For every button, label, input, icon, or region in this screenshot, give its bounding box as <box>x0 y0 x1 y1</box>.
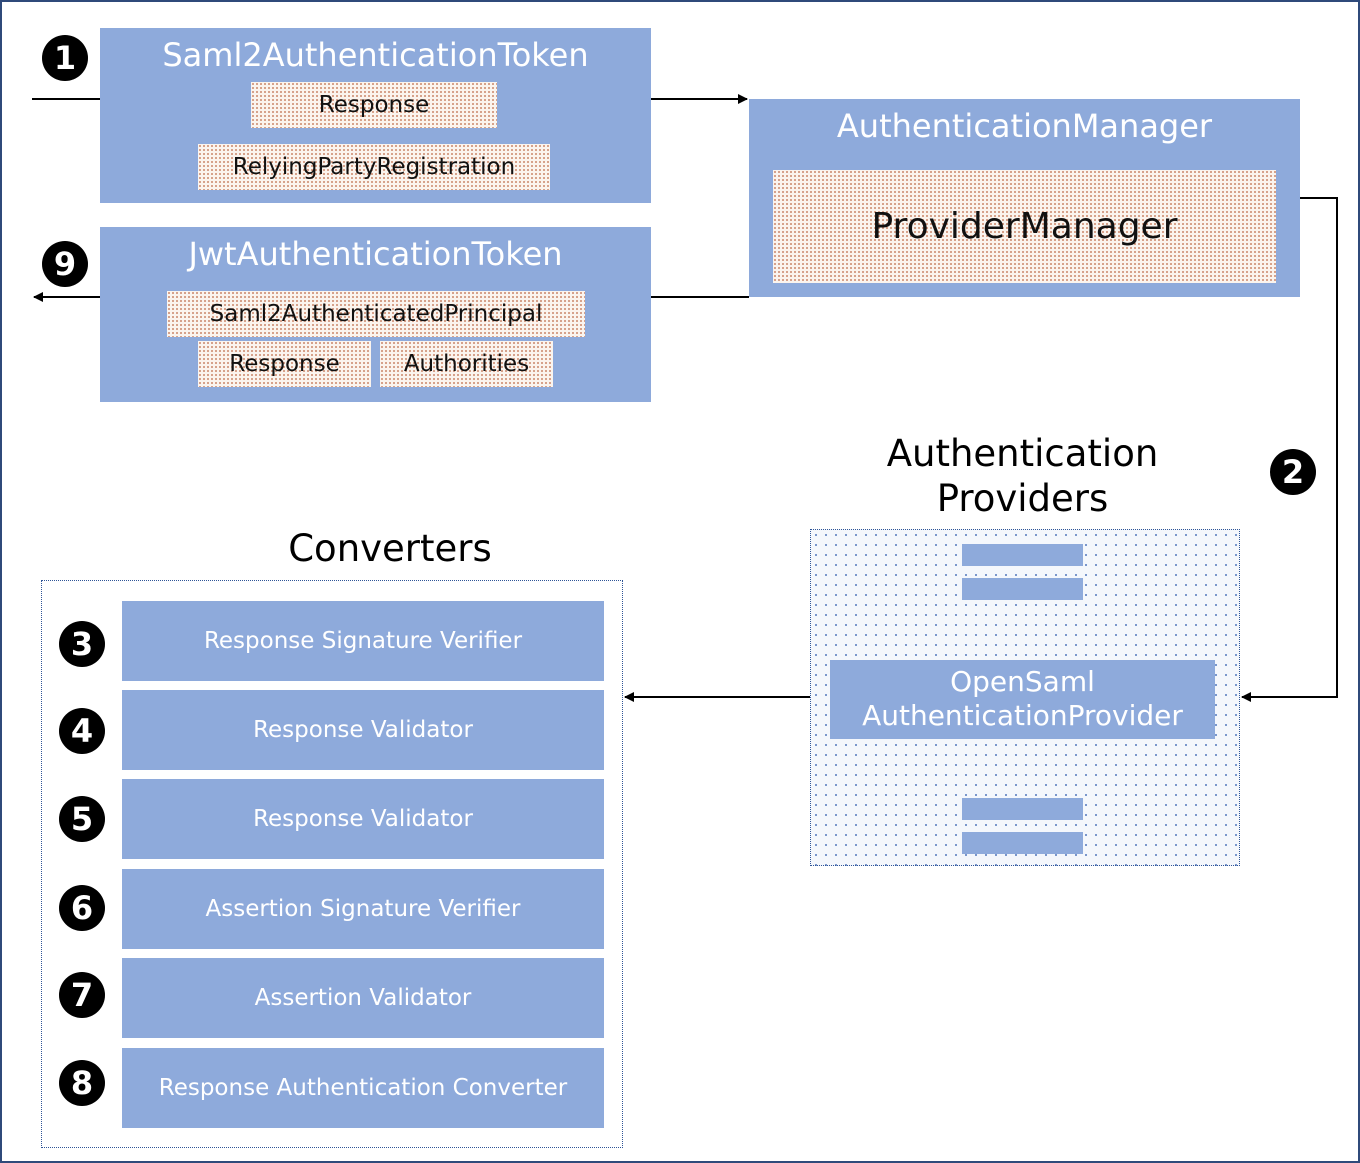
opensaml-provider-box: OpenSaml AuthenticationProvider <box>830 660 1215 739</box>
converter-assertion-validator: Assertion Validator <box>122 958 604 1038</box>
converter-response-signature-verifier: Response Signature Verifier <box>122 601 604 681</box>
converters-panel <box>41 580 623 1148</box>
step-badge-8: 8 <box>59 1060 105 1106</box>
converter-response-validator-1: Response Validator <box>122 690 604 770</box>
converter-response-validator-2: Response Validator <box>122 779 604 859</box>
step-badge-1: 1 <box>42 35 88 81</box>
providers-label-line1: Authentication <box>886 432 1159 475</box>
provider-placeholder-4 <box>962 832 1083 854</box>
jwt-principal-field: Saml2AuthenticatedPrincipal <box>167 291 585 337</box>
authentication-manager-title: AuthenticationManager <box>836 107 1213 145</box>
opensaml-provider-line1: OpenSaml <box>950 665 1095 698</box>
step-badge-6: 6 <box>59 885 105 931</box>
step-badge-2: 2 <box>1270 449 1316 495</box>
jwt-token-title: JwtAuthenticationToken <box>188 235 563 273</box>
step-badge-7: 7 <box>59 972 105 1018</box>
saml2-response-field: Response <box>251 82 497 128</box>
saml2-token-title: Saml2AuthenticationToken <box>162 36 589 74</box>
provider-placeholder-3 <box>962 798 1083 820</box>
step-badge-3: 3 <box>59 621 105 667</box>
converter-response-authentication-converter: Response Authentication Converter <box>122 1048 604 1128</box>
step-badge-4: 4 <box>59 708 105 754</box>
converter-assertion-signature-verifier: Assertion Signature Verifier <box>122 869 604 949</box>
opensaml-provider-line2: AuthenticationProvider <box>862 699 1183 732</box>
jwt-authorities-field: Authorities <box>380 341 553 387</box>
manager-to-providers-arrow <box>1241 197 1338 702</box>
provider-placeholder-1 <box>962 544 1083 566</box>
providers-label-line2: Providers <box>936 477 1109 520</box>
saml2-relying-party-field: RelyingPartyRegistration <box>198 144 550 190</box>
provider-placeholder-2 <box>962 578 1083 600</box>
step-badge-5: 5 <box>59 796 105 842</box>
step-badge-9: 9 <box>42 241 88 287</box>
jwt-response-field: Response <box>198 341 371 387</box>
provider-manager-field: ProviderManager <box>773 170 1276 283</box>
converters-label: Converters <box>288 527 492 570</box>
